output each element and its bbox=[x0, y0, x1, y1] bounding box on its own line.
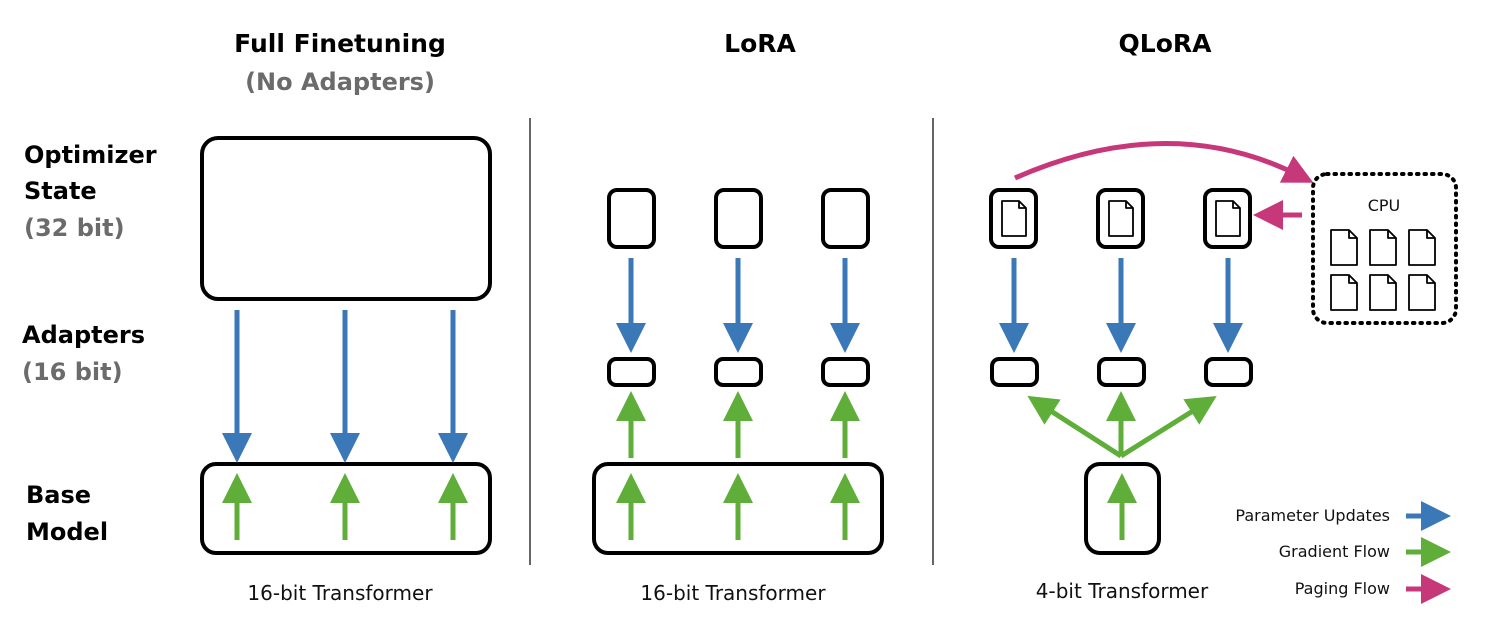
gradient-flow-arrow bbox=[1119, 396, 1217, 459]
lora-caption: 16-bit Transformer bbox=[640, 581, 826, 605]
row-label-state: State bbox=[24, 177, 97, 205]
adapter-box bbox=[1097, 357, 1146, 387]
page-icon bbox=[1330, 229, 1358, 266]
legend-label-gradient-flow: Gradient Flow bbox=[1279, 542, 1390, 561]
qlora-column: CPU 4-bit Transformer bbox=[989, 141, 1458, 603]
page-icon bbox=[1369, 229, 1397, 266]
row-label-optimizer: Optimizer bbox=[24, 141, 157, 169]
adapter-box bbox=[714, 357, 763, 387]
adapter-box bbox=[1204, 357, 1253, 387]
paging-flow-arrow bbox=[1013, 141, 1314, 183]
full-finetuning-subtitle: (No Adapters) bbox=[245, 68, 435, 96]
row-label-model: Model bbox=[26, 518, 108, 546]
page-icon bbox=[1408, 274, 1436, 311]
row-sub-adapter-bits: (16 bit) bbox=[22, 358, 123, 386]
adapter-box bbox=[990, 357, 1039, 387]
qlora-caption: 4-bit Transformer bbox=[1036, 579, 1209, 603]
optimizer-state-box bbox=[200, 136, 492, 301]
cpu-label: CPU bbox=[1368, 196, 1401, 215]
page-icon bbox=[1108, 200, 1134, 237]
optimizer-state-box bbox=[821, 188, 870, 249]
legend: Parameter Updates Gradient Flow Paging F… bbox=[1235, 501, 1451, 604]
page-icon bbox=[1330, 274, 1358, 311]
cpu-pages bbox=[1330, 229, 1436, 311]
optimizer-state-box bbox=[714, 188, 763, 249]
adapter-box bbox=[607, 357, 656, 387]
row-label-base: Base bbox=[26, 481, 91, 509]
legend-label-paging-flow: Paging Flow bbox=[1295, 579, 1390, 598]
qlora-title: QLoRA bbox=[1119, 29, 1213, 58]
lora-title: LoRA bbox=[724, 29, 796, 58]
cpu-box: CPU bbox=[1311, 172, 1458, 325]
page-icon bbox=[1001, 200, 1027, 237]
full-finetuning-title: Full Finetuning bbox=[234, 29, 446, 58]
gradient-flow-arrow bbox=[1027, 395, 1123, 459]
lora-column: 16-bit Transformer bbox=[592, 188, 884, 605]
full-finetuning-column: 16-bit Transformer bbox=[200, 136, 492, 605]
legend-label-parameter-updates: Parameter Updates bbox=[1235, 506, 1390, 525]
optimizer-state-box bbox=[989, 188, 1038, 249]
full-finetuning-caption: 16-bit Transformer bbox=[247, 581, 433, 605]
adapter-box bbox=[821, 357, 870, 387]
page-icon bbox=[1408, 229, 1436, 266]
page-icon bbox=[1215, 200, 1241, 237]
optimizer-state-box bbox=[1096, 188, 1145, 249]
page-icon bbox=[1369, 274, 1397, 311]
optimizer-state-box bbox=[1203, 188, 1252, 249]
optimizer-state-box bbox=[607, 188, 656, 249]
row-label-adapters: Adapters bbox=[22, 321, 145, 349]
row-sub-optimizer-bits: (32 bit) bbox=[24, 214, 125, 242]
